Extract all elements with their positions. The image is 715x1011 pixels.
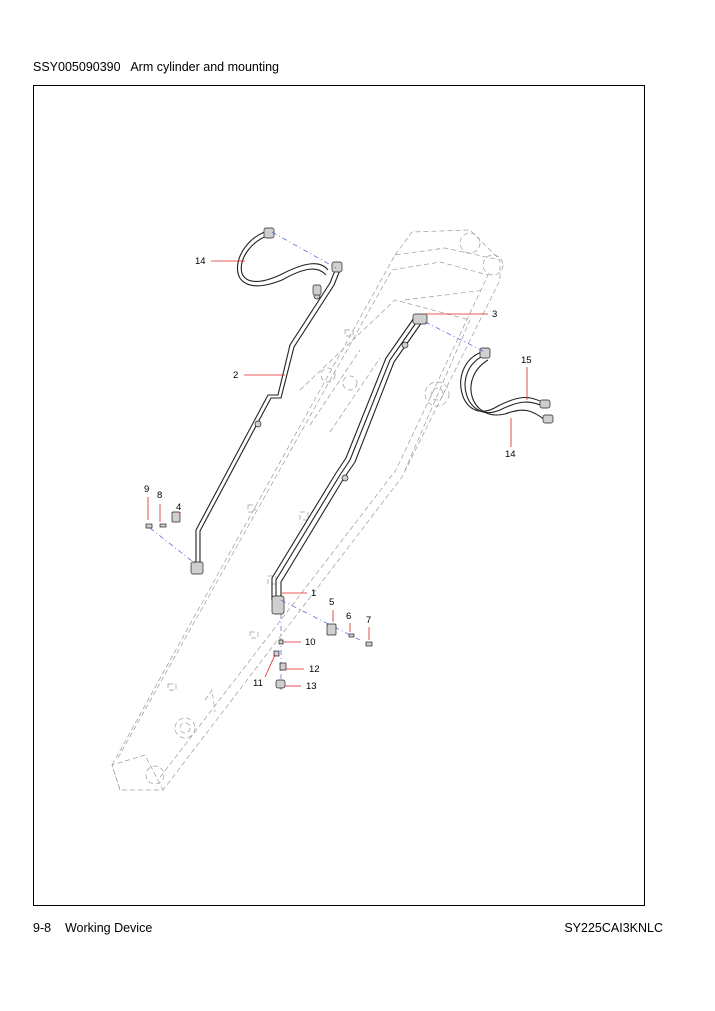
clamp-4-part	[171, 511, 181, 523]
callout-3: 3	[492, 309, 497, 320]
drawing-frame	[33, 85, 645, 906]
callout-14-upper: 14	[195, 256, 206, 267]
bolt-9-part	[145, 523, 153, 529]
page-title: Arm cylinder and mounting	[130, 60, 280, 74]
leader-lines	[147, 260, 528, 687]
callout-14-lower: 14	[505, 449, 516, 460]
callout-11: 11	[253, 678, 263, 689]
callout-12: 12	[309, 664, 320, 675]
part-12	[279, 662, 287, 671]
page-number: 9-8	[33, 921, 52, 935]
arm-body	[111, 229, 504, 791]
callout-9: 9	[144, 484, 149, 495]
hardware-parts	[145, 511, 373, 689]
pipe-1	[271, 313, 428, 615]
model-number: SY225CAI3KNLC	[564, 921, 663, 935]
callout-6: 6	[346, 611, 351, 622]
callout-7: 7	[366, 615, 371, 626]
callout-15: 15	[521, 355, 532, 366]
callout-5: 5	[329, 597, 334, 608]
hose-14-15-right	[460, 347, 554, 424]
hose-14-upper	[236, 227, 329, 296]
callout-labels: 14 2 3 15 14 9 8 4 1 5 6 7 10 11 12 13	[144, 256, 532, 692]
cap-13-part	[275, 679, 286, 689]
callout-8: 8	[157, 490, 162, 501]
bolt-7-part	[365, 641, 373, 647]
callout-2: 2	[233, 370, 238, 381]
part-code: SSY005090390	[33, 60, 121, 74]
callout-10: 10	[305, 637, 316, 648]
oring-10-part	[278, 639, 284, 645]
washer-8-part	[159, 523, 167, 528]
section-name: Working Device	[64, 921, 153, 935]
clamp-5-part	[326, 623, 337, 636]
callout-13: 13	[306, 681, 317, 692]
assembly-centerlines	[149, 231, 486, 690]
washer-6-part	[348, 633, 355, 638]
page-header: SSY005090390 Arm cylinder and mounting	[33, 60, 279, 74]
part-11	[273, 650, 280, 657]
pipe-2	[190, 261, 343, 575]
page-footer-left: 9-8 Working Device	[33, 921, 152, 935]
callout-1: 1	[311, 588, 316, 599]
callout-4: 4	[176, 502, 181, 513]
